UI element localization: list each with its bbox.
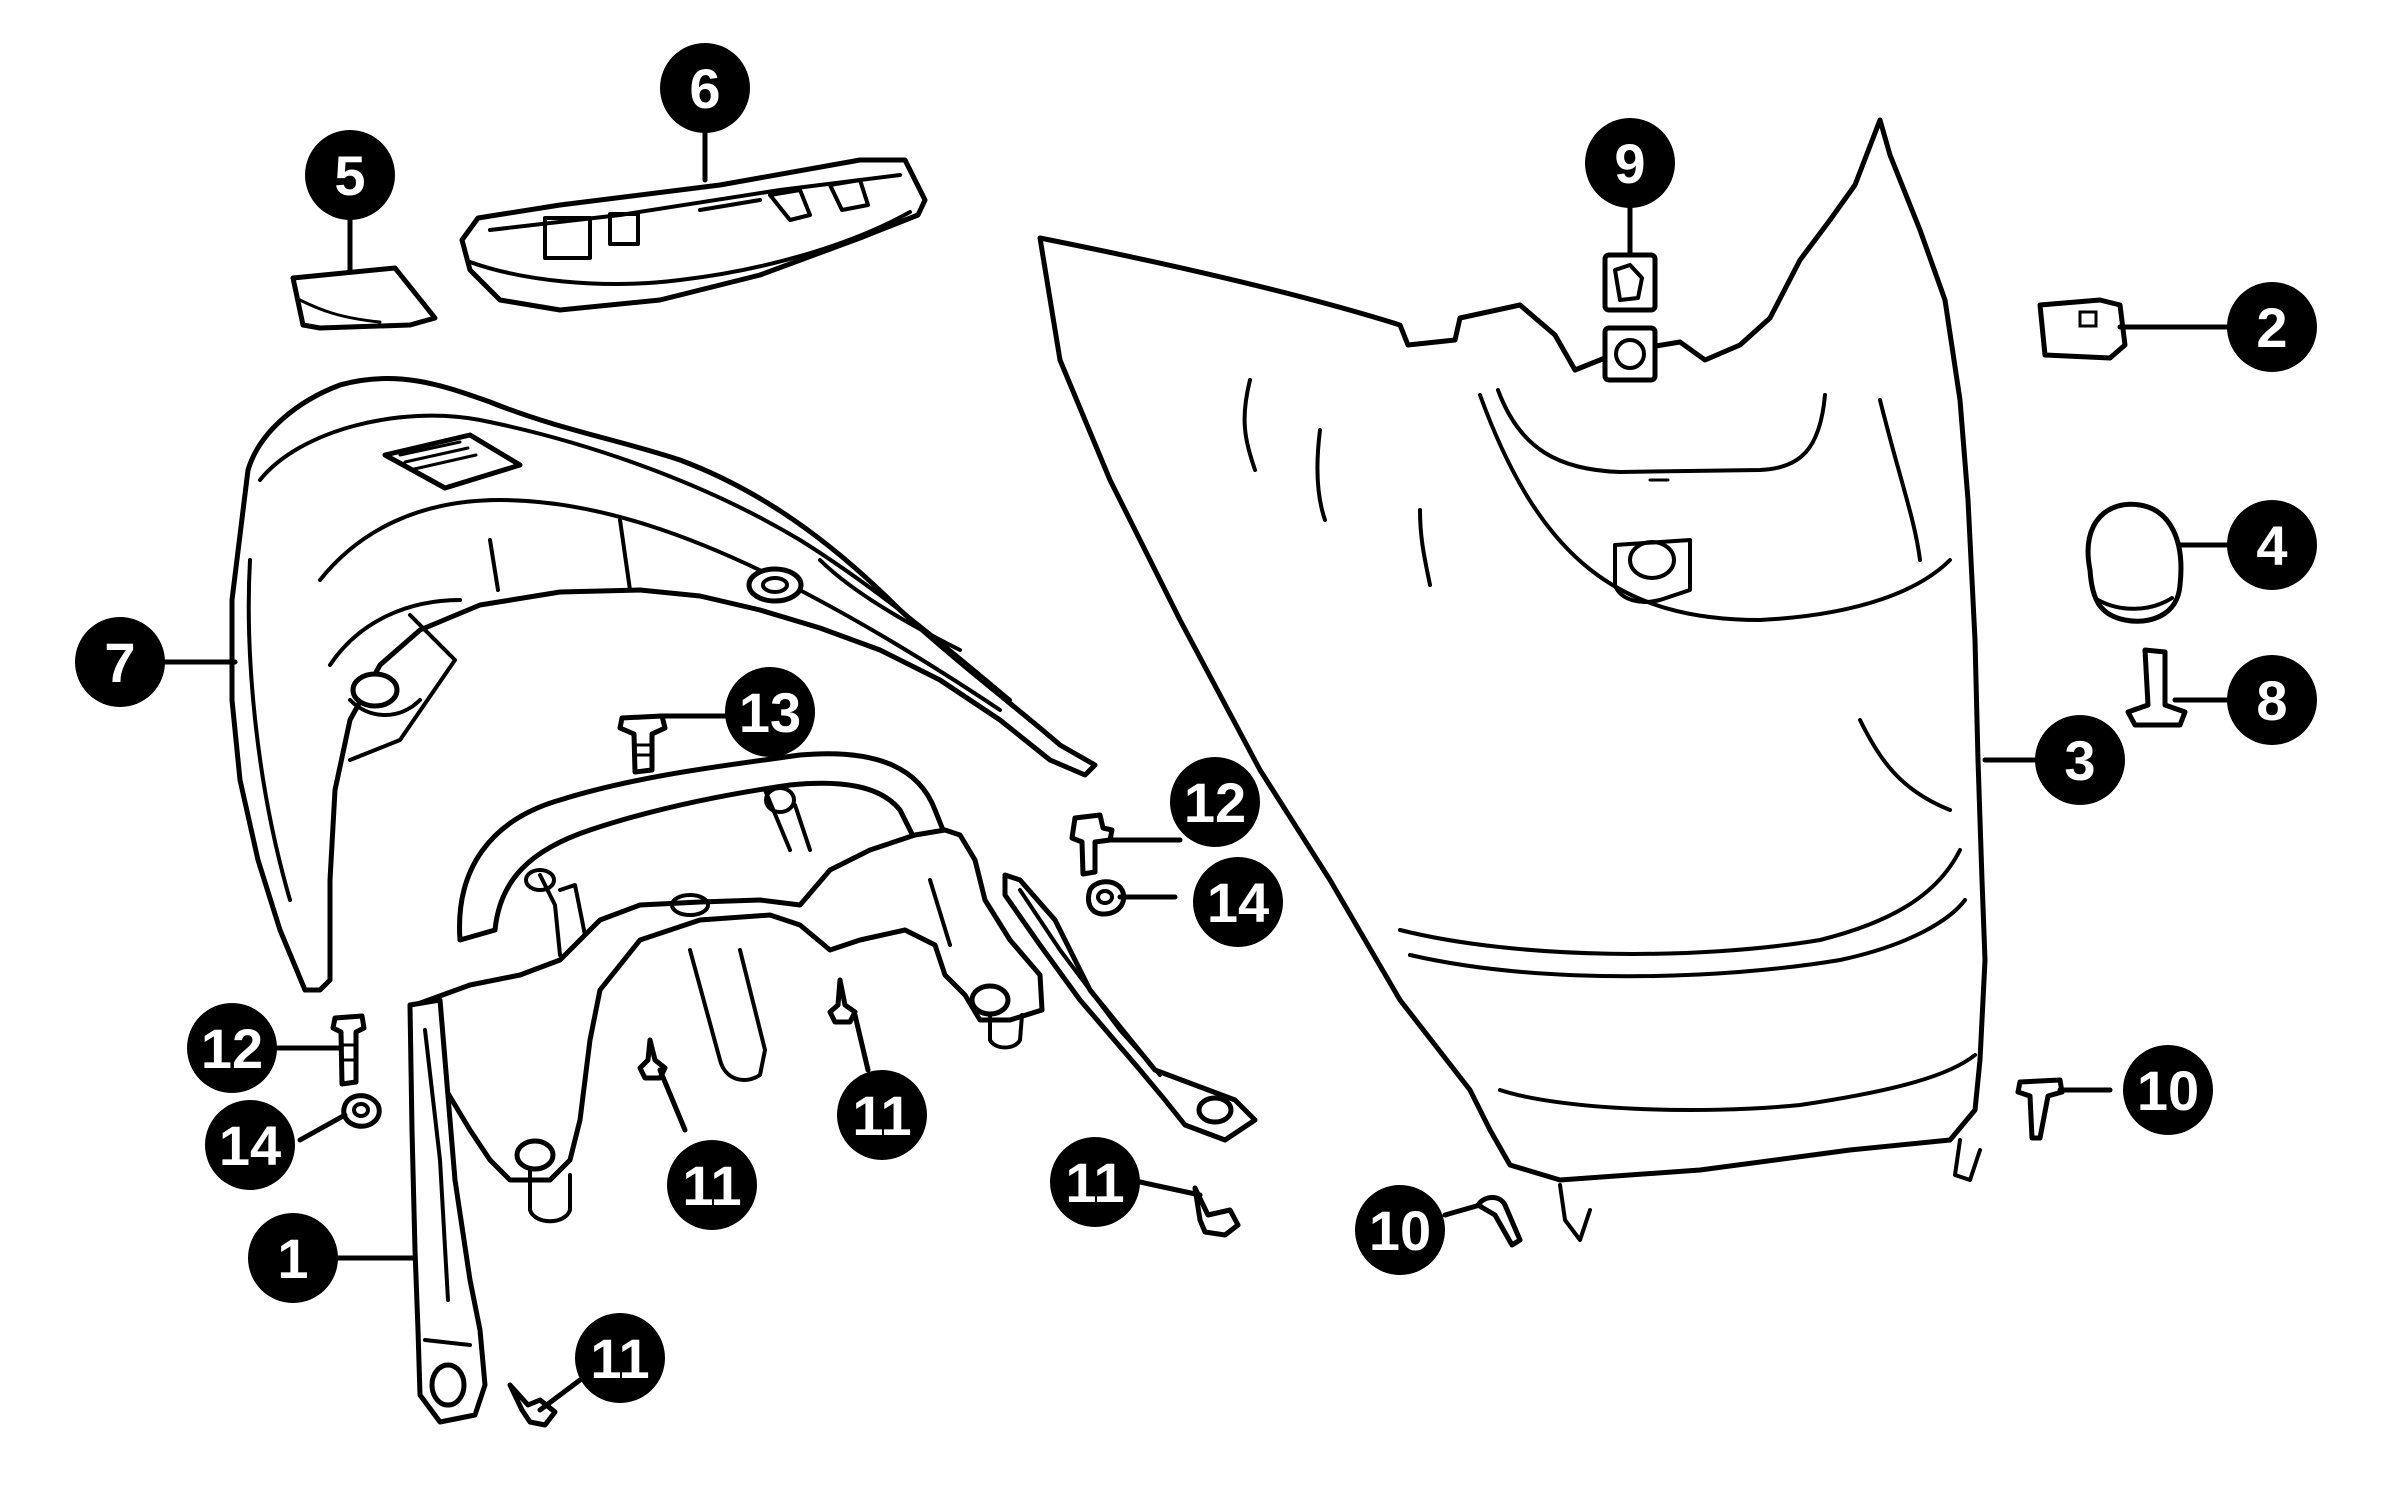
callout-14-right: 14 — [1193, 857, 1283, 947]
callout-14-left: 14 — [205, 1100, 295, 1190]
part-6-light-housing — [459, 157, 928, 313]
callout-13: 13 — [725, 667, 815, 757]
callout-10-left: 10 — [1355, 1185, 1445, 1275]
callout-5-label: 5 — [334, 144, 365, 207]
leader-lines — [162, 127, 2243, 1413]
callout-11-c-label: 11 — [1065, 1151, 1124, 1214]
callout-4: 4 — [2227, 500, 2317, 590]
part-10-screw-left — [1475, 1195, 1523, 1248]
part-1-rack-frame — [407, 751, 1258, 1425]
callout-9-label: 9 — [1614, 132, 1645, 195]
part-8-bracket — [2125, 647, 2188, 728]
callout-10-right: 10 — [2123, 1045, 2213, 1135]
callout-10-left-label: 10 — [1369, 1199, 1431, 1262]
callout-11-d-label: 11 — [590, 1327, 649, 1390]
callout-8-label: 8 — [2256, 669, 2287, 732]
callout-11-d: 11 — [575, 1313, 665, 1403]
callout-1-label: 1 — [277, 1227, 308, 1290]
part-10-screw-right — [2015, 1077, 2065, 1141]
part-11-rivet-b — [827, 977, 858, 1025]
callout-11-b-label: 11 — [852, 1084, 911, 1147]
callout-11-a: 11 — [667, 1140, 757, 1230]
callout-8: 8 — [2227, 655, 2317, 745]
part-5-cover — [290, 265, 438, 331]
callout-7-label: 7 — [104, 631, 135, 694]
callout-3: 3 — [2035, 715, 2125, 805]
callout-10-right-label: 10 — [2137, 1059, 2199, 1122]
part-11-rivet-c — [1192, 1185, 1241, 1238]
callout-12-right-label: 12 — [1184, 771, 1246, 834]
callout-11-c: 11 — [1050, 1137, 1140, 1227]
callout-14-right-label: 14 — [1207, 871, 1269, 934]
callout-13-label: 13 — [739, 681, 801, 744]
part-4-cap — [2085, 501, 2184, 624]
callout-7: 7 — [75, 617, 165, 707]
callout-11-b: 11 — [837, 1070, 927, 1160]
callout-2: 2 — [2227, 282, 2317, 372]
part-2-clip — [2037, 297, 2128, 361]
callout-11-a-label: 11 — [682, 1154, 741, 1217]
callout-9: 9 — [1585, 118, 1675, 208]
callout-3-label: 3 — [2064, 729, 2095, 792]
callout-6: 6 — [660, 43, 750, 133]
callout-12-left: 12 — [187, 1003, 277, 1093]
part-12-bolt-left — [330, 1013, 367, 1087]
part-14-nut-right — [1086, 879, 1127, 917]
callout-12-right: 12 — [1170, 757, 1260, 847]
part-12-bolt-right — [1069, 812, 1115, 877]
part-9-clip-nut — [1602, 252, 1658, 383]
part-3-leg-shield — [1037, 117, 1988, 1242]
part-7-rear-cowl — [229, 376, 1098, 993]
callout-4-label: 4 — [2256, 514, 2287, 577]
callout-2-label: 2 — [2256, 296, 2287, 359]
part-14-nut-left — [341, 1093, 382, 1129]
callout-6-label: 6 — [689, 57, 720, 120]
callout-12-left-label: 12 — [201, 1017, 263, 1080]
callout-5: 5 — [305, 130, 395, 220]
part-13-bolt — [617, 713, 668, 775]
part-11-rivet-d — [507, 1382, 558, 1428]
callout-1: 1 — [248, 1213, 338, 1303]
callout-14-left-label: 14 — [219, 1114, 281, 1177]
